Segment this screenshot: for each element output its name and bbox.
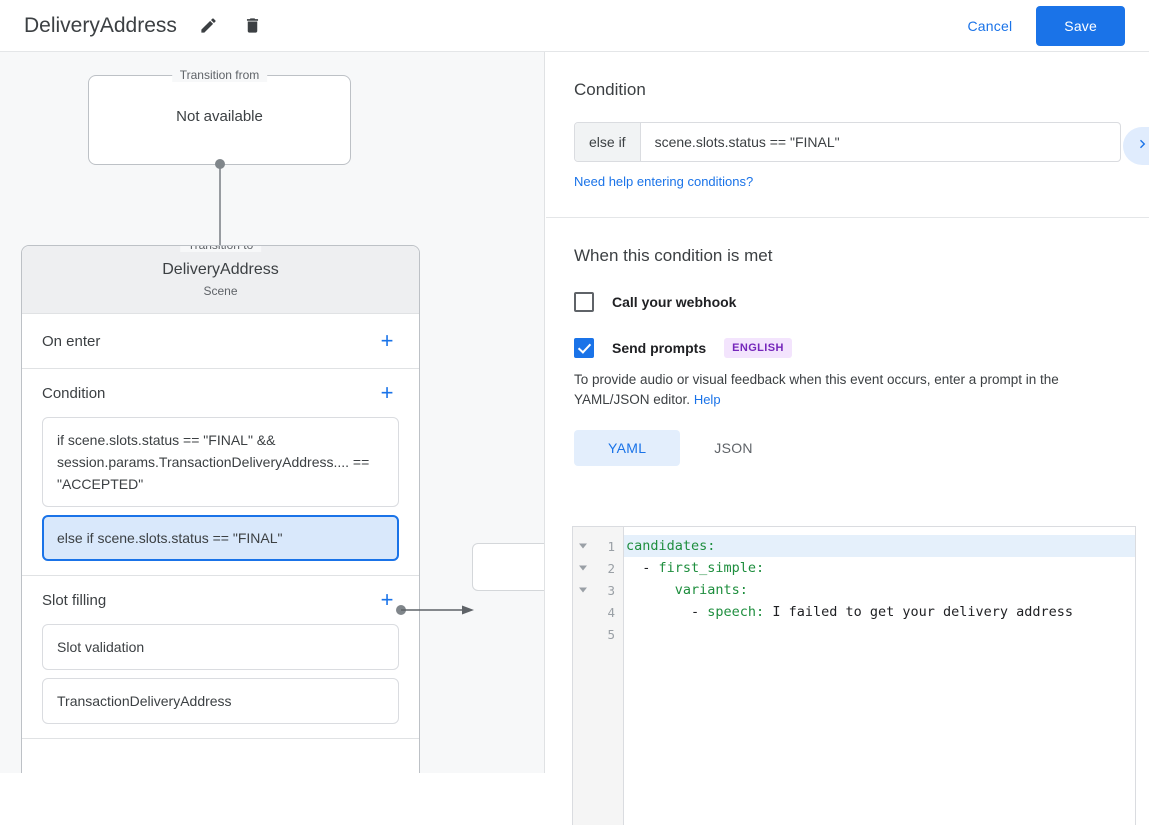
add-condition-button[interactable]: +: [380, 380, 394, 405]
condition-item-else-if[interactable]: else if scene.slots.status == "FINAL": [42, 515, 399, 561]
helper-help-link[interactable]: Help: [693, 392, 721, 407]
code-line[interactable]: [624, 623, 1135, 645]
condition-prefix-label: else if: [575, 123, 641, 161]
line-number: 4: [607, 604, 615, 620]
send-prompts-checkbox[interactable]: [574, 338, 594, 358]
section-slot-filling-title: Slot filling: [42, 591, 107, 609]
gutter-line: 1: [573, 535, 623, 557]
scene-header: DeliveryAddress Scene: [22, 246, 419, 314]
code-key: speech:: [707, 604, 765, 620]
gutter-line: 5: [573, 623, 623, 645]
code-value: I failed to get your delivery address: [764, 604, 1074, 620]
transition-from-title: Not available: [176, 108, 263, 125]
target-node[interactable]: [472, 543, 544, 591]
transition-to-node[interactable]: Transition to DeliveryAddress Scene On e…: [21, 245, 420, 773]
panel-condition-heading: Condition: [574, 80, 646, 99]
line-number: 3: [607, 582, 615, 598]
call-webhook-label: Call your webhook: [612, 294, 737, 310]
delete-button[interactable]: [241, 14, 265, 38]
when-met-heading: When this condition is met: [574, 246, 773, 265]
graph-canvas[interactable]: Transition from Not available Transition…: [0, 52, 545, 773]
condition-help-link[interactable]: Need help entering conditions?: [574, 174, 754, 189]
line-number: 5: [607, 626, 615, 642]
save-button[interactable]: Save: [1036, 5, 1125, 46]
gutter-line: 4: [573, 601, 623, 623]
section-slot-filling: Slot filling + Slot validation Transacti…: [22, 576, 419, 739]
app-bar: DeliveryAddress Cancel Save: [0, 0, 1149, 52]
prompt-code-editor[interactable]: 1 2 3 4 5 candidates: - first_simple: va…: [572, 526, 1136, 825]
condition-input[interactable]: [640, 123, 1120, 161]
add-on-enter-button[interactable]: +: [380, 328, 394, 353]
add-slot-filling-button[interactable]: +: [380, 587, 394, 612]
code-indent: -: [626, 604, 708, 620]
trash-icon: [243, 16, 262, 35]
panel-when-met-section: When this condition is met Call your web…: [546, 218, 1149, 466]
scene-subtitle: Scene: [203, 284, 238, 298]
expand-panel-button[interactable]: [1123, 127, 1149, 165]
send-prompts-row[interactable]: Send prompts ENGLISH: [574, 338, 1121, 358]
edit-button[interactable]: [197, 14, 221, 38]
line-number: 2: [607, 560, 615, 576]
panel-condition-section: Condition else if Need help entering con…: [546, 52, 1149, 218]
cancel-button[interactable]: Cancel: [956, 10, 1025, 42]
fold-toggle-icon[interactable]: [579, 587, 587, 593]
section-on-enter-title: On enter: [42, 332, 101, 350]
webhook-row[interactable]: Call your webhook: [574, 292, 1121, 312]
transition-to-legend: Transition to: [179, 246, 262, 252]
gutter-line: 2: [573, 557, 623, 579]
send-prompts-helper-text: To provide audio or visual feedback when…: [574, 370, 1121, 410]
fold-toggle-icon[interactable]: [579, 543, 587, 549]
call-webhook-checkbox[interactable]: [574, 292, 594, 312]
transition-from-legend: Transition from: [171, 68, 268, 82]
pencil-icon: [199, 16, 218, 35]
code-key: first_simple:: [658, 560, 765, 576]
code-key: candidates:: [626, 538, 716, 554]
section-condition-title: Condition: [42, 384, 106, 402]
code-line[interactable]: - first_simple:: [624, 557, 1135, 579]
code-line[interactable]: candidates:: [624, 535, 1135, 557]
condition-item-if[interactable]: if scene.slots.status == "FINAL" && sess…: [42, 417, 399, 507]
editor-gutter: 1 2 3 4 5: [573, 527, 624, 825]
content-area: Transition from Not available Transition…: [0, 52, 1149, 825]
section-condition: Condition + if scene.slots.status == "FI…: [22, 369, 419, 576]
code-line[interactable]: variants:: [624, 579, 1135, 601]
condition-editor-row[interactable]: else if: [574, 122, 1121, 162]
fold-toggle-icon[interactable]: [579, 565, 587, 571]
slot-item-transaction-delivery-address[interactable]: TransactionDeliveryAddress: [42, 678, 399, 724]
section-slot-filling-header: Slot filling +: [42, 576, 399, 624]
scene-name: DeliveryAddress: [162, 261, 279, 278]
language-badge: ENGLISH: [724, 338, 792, 358]
code-indent: [626, 582, 675, 598]
code-key: variants:: [674, 582, 748, 598]
helper-sentence: To provide audio or visual feedback when…: [574, 372, 1059, 407]
condition-edge: [396, 603, 476, 617]
section-on-enter: On enter +: [22, 314, 419, 369]
code-indent: -: [626, 560, 659, 576]
page-title: DeliveryAddress: [24, 13, 177, 37]
gutter-line: 3: [573, 579, 623, 601]
tab-yaml[interactable]: YAML: [574, 430, 681, 466]
section-on-enter-header: On enter +: [42, 314, 399, 368]
section-condition-header: Condition +: [42, 369, 399, 417]
send-prompts-label: Send prompts: [612, 340, 707, 356]
code-line[interactable]: - speech: I failed to get your delivery …: [624, 601, 1135, 623]
editor-code-area[interactable]: candidates: - first_simple: variants: - …: [624, 527, 1135, 825]
transition-from-node[interactable]: Transition from Not available: [88, 68, 351, 165]
editor-format-tabs: YAML JSON: [574, 430, 1121, 466]
tab-json[interactable]: JSON: [714, 440, 753, 456]
slot-item-slot-validation[interactable]: Slot validation: [42, 624, 399, 670]
chevron-right-icon: [1134, 135, 1149, 158]
line-number: 1: [607, 538, 615, 554]
